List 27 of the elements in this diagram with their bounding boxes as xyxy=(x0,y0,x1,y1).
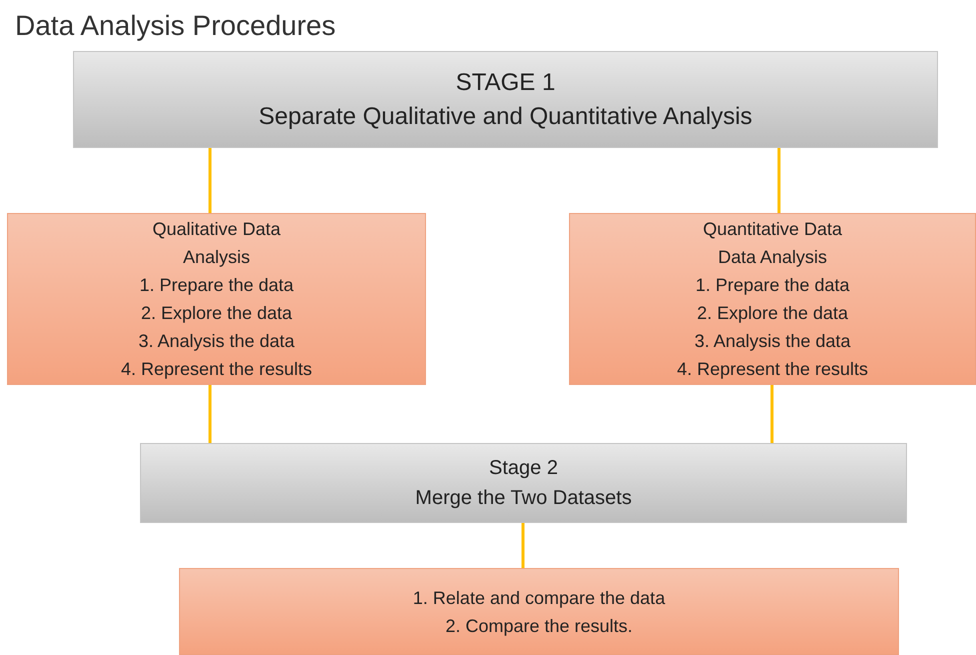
box-heading: 1. Relate and compare the data xyxy=(412,586,666,610)
box-text: 4. Represent the results xyxy=(120,358,312,381)
process-box xyxy=(179,568,899,655)
box-text: 2. Explore the data xyxy=(696,302,848,325)
box-heading: Stage 2 xyxy=(489,456,558,481)
box-heading: Qualitative Data Analysis xyxy=(151,218,282,269)
process-box xyxy=(7,213,426,385)
box-text: Separate Qualitative and Quantitative Analysis xyxy=(258,102,752,132)
process-box xyxy=(569,213,976,385)
box-text: 2. Explore the data xyxy=(140,302,292,325)
box-text: 3. Analysis the data xyxy=(138,330,295,353)
connector-line xyxy=(778,148,780,213)
process-box xyxy=(140,443,907,523)
connector-line xyxy=(522,523,524,568)
box-heading: STAGE 1 xyxy=(456,68,556,98)
connector-line xyxy=(208,148,212,213)
box-text: 2. Compare the results. xyxy=(445,614,633,638)
box-text: 3. Analysis the data xyxy=(694,330,851,353)
connector-line xyxy=(208,385,212,443)
box-text: Merge the Two Datasets xyxy=(415,486,632,511)
diagram-title: Data Analysis Procedures xyxy=(15,9,336,43)
box-text: 1. Prepare the data xyxy=(139,274,294,297)
process-box xyxy=(73,51,938,148)
box-text: 4. Represent the results xyxy=(676,358,868,381)
connector-line xyxy=(770,385,774,443)
box-heading: Quantitative Data Data Analysis xyxy=(702,218,844,269)
box-text: 1. Prepare the data xyxy=(695,274,850,297)
